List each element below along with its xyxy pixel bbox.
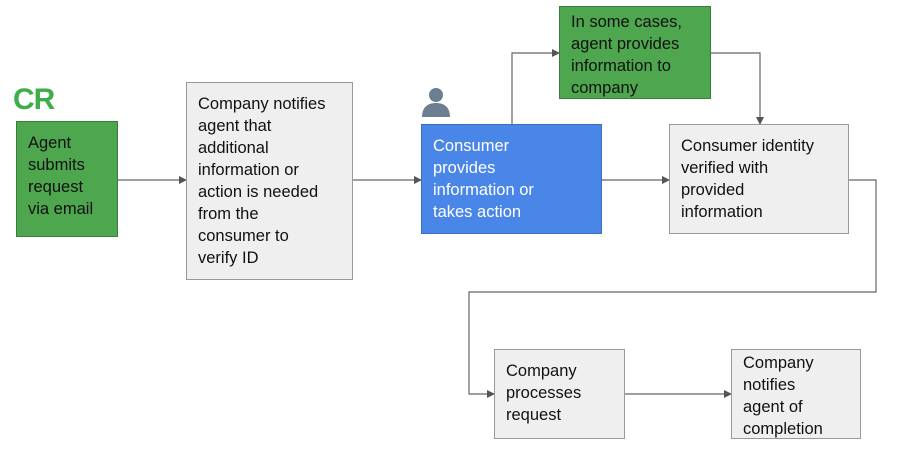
step-text-line: Consumer identity (681, 137, 814, 155)
step-text-line: takes action (433, 203, 522, 221)
cr-logo: CR (13, 83, 55, 116)
step-text-line: Consumer (433, 137, 510, 155)
step-company-notifies-agent: Company notifies agent that additional i… (186, 82, 353, 280)
arrow-agent-info-to-verified (711, 52, 764, 125)
step-text-line: request (506, 406, 562, 424)
step-agent-submits-request: Agent submits request via email (16, 121, 118, 237)
arrow-consumer-to-agent-info (511, 49, 560, 124)
step-text-line: notifies (743, 376, 796, 394)
step-text-line: action is needed (198, 183, 319, 201)
step-agent-provides-information: In some cases, agent provides informatio… (559, 6, 711, 99)
step-text-line: Company (506, 362, 577, 380)
step-text-line: processes (506, 384, 582, 402)
step-text-line: from the (198, 205, 259, 223)
step-text-line: In some cases, (571, 13, 682, 31)
step-text-line: information to (571, 57, 671, 75)
step-text-line: submits (28, 156, 85, 174)
step-text-line: information (681, 203, 763, 221)
step-text-line: via email (28, 200, 94, 218)
step-text-line: Agent (28, 134, 72, 152)
step-company-processes-request: Company processes request (494, 349, 625, 439)
step-text-line: additional (198, 139, 269, 157)
step-consumer-identity-verified: Consumer identity verified with provided… (669, 124, 849, 234)
step-text-line: completion (743, 420, 823, 438)
person-icon (422, 88, 450, 117)
step-text-line: agent provides (571, 35, 680, 53)
step-text-line: verify ID (198, 249, 259, 267)
step-text-line: information or (433, 181, 534, 199)
step-text-line: request (28, 178, 84, 196)
step-text-line: provides (433, 159, 496, 177)
step-text-line: Company notifies (198, 95, 326, 113)
step-text-line: provided (681, 181, 745, 199)
step-text-line: company (571, 79, 638, 97)
step-text-line: verified with (681, 159, 769, 177)
step-text-line: information or (198, 161, 299, 179)
step-text-line: Company (743, 354, 814, 372)
step-company-notifies-completion: Company notifies agent of completion (731, 349, 861, 439)
step-text-line: agent that (198, 117, 272, 135)
step-text-line: agent of (743, 398, 803, 416)
step-text-line: consumer to (198, 227, 289, 245)
arrow-verified-to-processes (468, 179, 877, 398)
step-consumer-provides-information: Consumer provides information or takes a… (421, 124, 602, 234)
